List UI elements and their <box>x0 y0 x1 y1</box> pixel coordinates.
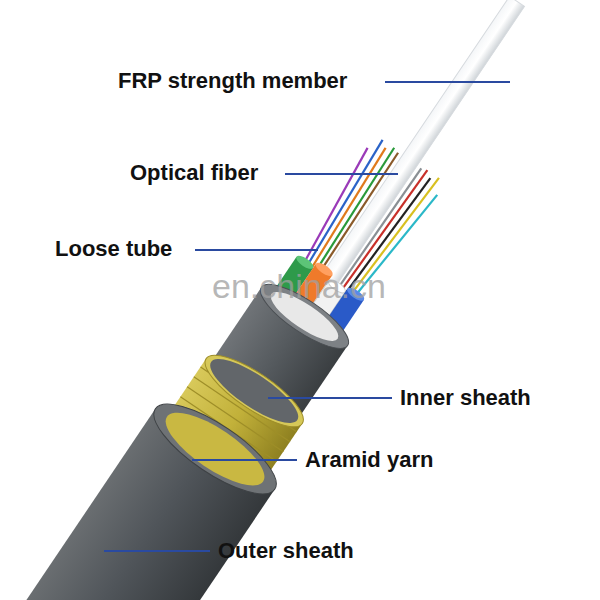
part-label: Outer sheath <box>218 538 393 564</box>
part-label: Optical fiber <box>130 160 290 186</box>
part-label: FRP strength member <box>118 68 393 94</box>
leader-lines <box>104 82 510 551</box>
part-label: Inner sheath <box>400 385 575 411</box>
watermark: en.china.cn <box>212 266 432 306</box>
part-label: Aramid yarn <box>305 447 475 473</box>
part-label: Loose tube <box>55 236 200 262</box>
cable-body <box>16 0 577 600</box>
